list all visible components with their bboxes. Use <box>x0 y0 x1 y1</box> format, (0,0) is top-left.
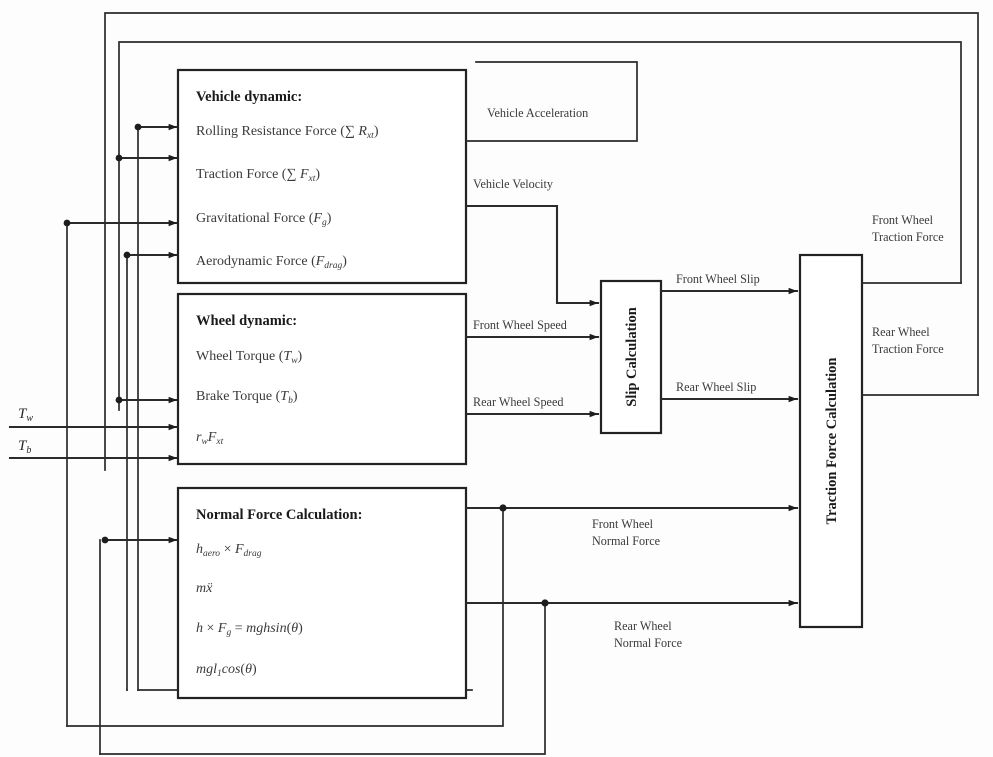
wheel-dynamic-title: Wheel dynamic: <box>196 313 297 329</box>
feedback-wire-front-traction-top <box>118 41 962 411</box>
wheel-dynamic-line-1: Brake Torque (Tb) <box>196 389 298 406</box>
label-rear-wheel-slip: Rear Wheel Slip <box>676 380 756 394</box>
arrow-into-vehicle-dynamic-3 <box>63 219 179 227</box>
normal-force-line-3: mgl1cos(θ) <box>196 662 257 679</box>
arrow-into-wheel-dynamic-1 <box>115 396 179 404</box>
label-front-wheel-traction-force-line1: Front Wheel <box>872 213 934 227</box>
traction-force-calculation-title: Traction Force Calculation <box>824 358 840 525</box>
block-normal-force-calculation[interactable] <box>176 486 468 700</box>
arrow-into-vehicle-dynamic-4 <box>123 251 179 259</box>
label-front-wheel-slip: Front Wheel Slip <box>676 272 760 286</box>
arrow-into-normal-force-1 <box>101 536 179 544</box>
normal-force-line-0: haero × Fdrag <box>196 542 262 559</box>
arrow-into-vehicle-dynamic-2 <box>115 154 179 162</box>
label-vehicle-acceleration: Vehicle Acceleration <box>487 106 588 120</box>
input-label-tw: Tw <box>18 406 33 424</box>
normal-force-line-1: mẍ <box>196 581 213 596</box>
feedback-wire-front-normal-bottom <box>66 507 504 727</box>
label-front-wheel-traction-force-line2: Traction Force <box>872 230 944 244</box>
wheel-dynamic-line-0: Wheel Torque (Tw) <box>196 349 303 366</box>
vehicle-dynamic-line-0: Rolling Resistance Force (∑ Rxt) <box>196 124 379 141</box>
label-rear-wheel-normal-force-line1: Rear Wheel <box>614 619 672 633</box>
arrow-into-vehicle-dynamic-1 <box>134 123 179 131</box>
wire-front-wheel-normal-force <box>464 504 799 512</box>
vehicle-dynamic-title: Vehicle dynamic: <box>196 89 302 105</box>
vehicle-dynamic-line-1: Traction Force (∑ Fxt) <box>196 167 320 184</box>
feedback-wire-rear-normal-bottom <box>99 602 546 755</box>
normal-force-title: Normal Force Calculation: <box>196 507 362 523</box>
label-front-wheel-normal-force-line1: Front Wheel <box>592 517 654 531</box>
wire-vehicle-velocity <box>464 204 600 307</box>
vehicle-dynamic-line-3: Aerodynamic Force (Fdrag) <box>196 254 347 271</box>
block-slip-calculation[interactable] <box>599 279 663 435</box>
label-rear-wheel-speed: Rear Wheel Speed <box>473 395 563 409</box>
label-rear-wheel-traction-force-line1: Rear Wheel <box>872 325 930 339</box>
vehicle-dynamic-line-2: Gravitational Force (Fg) <box>196 211 332 228</box>
block-wheel-dynamic[interactable] <box>176 292 468 466</box>
label-rear-wheel-normal-force-line2: Normal Force <box>614 636 682 650</box>
wire-rear-wheel-normal-force <box>464 599 799 607</box>
block-traction-force-calculation[interactable] <box>798 253 864 629</box>
label-vehicle-velocity: Vehicle Velocity <box>473 177 554 191</box>
label-rear-wheel-traction-force-line2: Traction Force <box>872 342 944 356</box>
feedback-bus-left <box>66 126 139 755</box>
normal-force-line-2: h × Fg = mghsin(θ) <box>196 621 303 638</box>
label-front-wheel-normal-force-line2: Normal Force <box>592 534 660 548</box>
input-label-tb: Tb <box>18 438 31 456</box>
block-vehicle-dynamic[interactable] <box>176 68 468 285</box>
slip-calculation-title: Slip Calculation <box>624 307 640 407</box>
feedback-wire-rear-traction-top <box>104 12 979 471</box>
label-front-wheel-speed: Front Wheel Speed <box>473 318 567 332</box>
wire-vehicle-acceleration <box>465 61 638 142</box>
wheel-dynamic-line-2: rwFxt <box>196 430 224 447</box>
